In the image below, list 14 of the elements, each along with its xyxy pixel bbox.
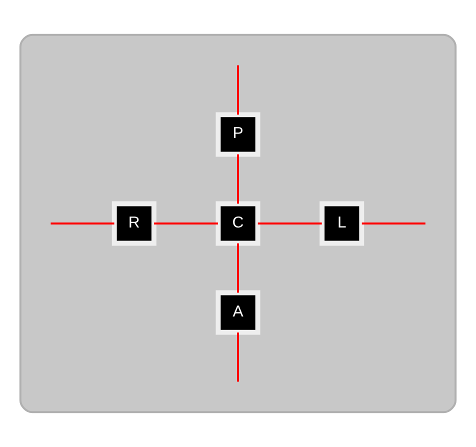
connector <box>154 222 218 224</box>
connector <box>237 154 239 204</box>
connector <box>362 222 426 224</box>
node-box: A <box>216 290 260 335</box>
node-box: L <box>320 201 364 246</box>
node-box: P <box>216 112 260 157</box>
connector <box>237 65 239 115</box>
node-box: C <box>216 201 260 246</box>
connector <box>237 243 239 293</box>
connector <box>258 222 322 224</box>
node-box: R <box>112 201 156 246</box>
connector <box>237 332 239 382</box>
cluster <box>19 34 457 414</box>
connector <box>50 222 114 224</box>
